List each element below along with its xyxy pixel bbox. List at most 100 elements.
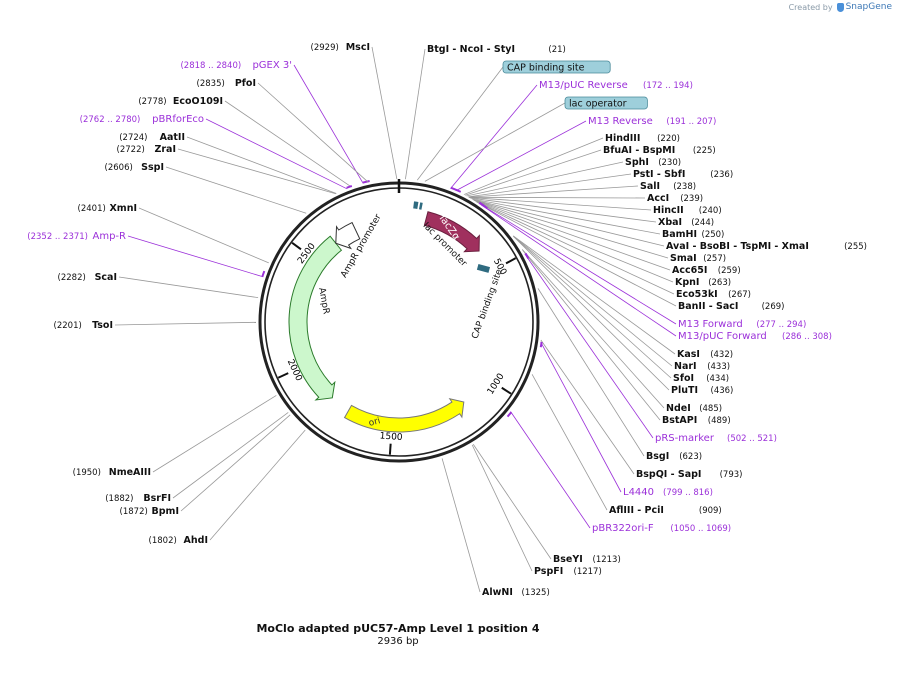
- leader-line: [478, 203, 677, 325]
- scale-tick-label: 1500: [379, 431, 403, 443]
- enzyme-label: AflIII - PciI(909): [609, 505, 722, 516]
- enzyme-label: HindIII(220): [605, 133, 680, 144]
- leader-line: [127, 235, 264, 278]
- enzyme-label: BsgI(623): [646, 451, 702, 462]
- feature-label: CAP binding site: [502, 60, 611, 74]
- plasmid-name: MoClo adapted pUC57-Amp Level 1 position…: [256, 622, 540, 635]
- enzyme-label: SphI (230): [625, 157, 681, 168]
- leader-line: [186, 136, 337, 194]
- primer-label: pGEX 3'(2818 .. 2840): [180, 60, 292, 71]
- label-position: (172 .. 194): [643, 81, 693, 91]
- label-position: (257): [703, 254, 726, 264]
- enzyme-label: NarI(433): [674, 361, 730, 372]
- enzyme-label: AvaI - BsoBI - TspMI - XmaI(255): [666, 241, 867, 252]
- label-position: (436): [711, 386, 734, 396]
- label-name: BstAPI: [662, 415, 697, 426]
- label-name: AhdI: [184, 535, 208, 546]
- enzyme-label: AhdI(1802): [149, 535, 208, 546]
- leader-line: [138, 207, 269, 264]
- primer-label: M13 Forward(277 .. 294): [678, 319, 806, 330]
- leader-line: [468, 196, 646, 199]
- leader-line: [531, 374, 608, 511]
- leader-line: [522, 250, 661, 421]
- label-position: (2282): [58, 273, 86, 283]
- leader-line: [468, 185, 639, 198]
- label-name: BspQI - SapI: [636, 469, 701, 480]
- leader-line: [521, 249, 665, 409]
- enzyme-label: MscI(2929): [311, 42, 370, 53]
- leader-line: [513, 236, 670, 391]
- label-name: SphI: [625, 157, 649, 168]
- primer-label: M13 Reverse(191 .. 207): [588, 116, 716, 127]
- watermark-brand: SnapGene: [845, 2, 892, 12]
- label-position: (277 .. 294): [756, 320, 806, 330]
- enzyme-label: SalI(238): [640, 181, 696, 192]
- label-position: (2762 .. 2780): [80, 115, 141, 125]
- scale-tick-1000: [501, 386, 512, 395]
- label-position: (263): [708, 278, 731, 288]
- leader-line: [468, 173, 632, 198]
- primer-site-mark: [539, 341, 543, 348]
- leader-line: [371, 46, 398, 180]
- label-name: SalI: [640, 181, 660, 192]
- enzyme-label: BanII - SacI(269): [678, 301, 784, 312]
- label-position: (230): [658, 158, 681, 168]
- label-name: NmeAIII: [109, 467, 151, 478]
- leader-line: [470, 197, 657, 223]
- label-name: AatII: [160, 132, 185, 143]
- label-leader-lines: [114, 46, 677, 593]
- enzyme-label: PstI - SbfI(236): [633, 169, 733, 180]
- label-position: (485): [699, 404, 722, 414]
- label-name: M13 Reverse: [588, 116, 653, 127]
- leader-line: [165, 166, 307, 214]
- label-position: (489): [708, 416, 731, 426]
- label-name: HincII: [653, 205, 684, 216]
- feature-label-box: [564, 96, 648, 110]
- label-position: (502 .. 521): [727, 434, 777, 444]
- label-position: (250): [702, 230, 725, 240]
- leader-line: [474, 200, 671, 271]
- enzyme-label: PluTI(436): [671, 385, 733, 396]
- enzyme-label: HincII(240): [653, 205, 722, 216]
- primer-site-mark: [362, 180, 370, 184]
- cap-binding-site-block: [476, 264, 491, 273]
- primer-site-mark: [261, 270, 266, 277]
- label-name: PspFI: [534, 566, 563, 577]
- label-name: AccI: [647, 193, 669, 204]
- enzyme-label: EcoO109I(2778): [138, 96, 223, 107]
- label-name: Amp-R: [93, 231, 127, 242]
- label-name: BanII - SacI: [678, 301, 738, 312]
- enzyme-label: XmnI(2401): [78, 203, 137, 214]
- label-name: BtgI - NcoI - StyI: [427, 44, 515, 55]
- leader-line: [540, 339, 635, 475]
- label-name: PstI - SbfI: [633, 169, 685, 180]
- label-name: AvaI - BsoBI - TspMI - XmaI: [666, 241, 809, 252]
- leader-line: [471, 444, 533, 572]
- feature-label-box: [502, 60, 611, 74]
- label-position: (286 .. 308): [782, 332, 832, 342]
- leader-line: [205, 118, 348, 190]
- leader-line: [471, 198, 661, 235]
- leader-line: [537, 288, 645, 457]
- leader-line: [450, 84, 538, 189]
- ampR-label: AmpR: [316, 287, 331, 315]
- label-position: (2722): [117, 145, 145, 155]
- label-position: (225): [693, 146, 716, 156]
- label-name: pRS-marker: [655, 433, 715, 444]
- label-position: (623): [679, 452, 702, 462]
- label-position: (1872): [120, 507, 148, 517]
- enzyme-label: BtgI - NcoI - StyI(21): [427, 44, 566, 55]
- label-name: pGEX 3': [252, 60, 292, 71]
- label-name: AflIII - PciI: [609, 505, 664, 516]
- enzyme-label: AccI(239): [647, 193, 703, 204]
- label-name: SspI: [141, 162, 164, 173]
- label-position: (1217): [574, 567, 602, 577]
- label-name: BfuAI - BspMI: [603, 145, 675, 156]
- enzyme-label: Eco53kI(267): [676, 289, 751, 300]
- primer-label: pBRforEco(2762 .. 2780): [80, 114, 204, 125]
- label-position: (1950): [73, 468, 101, 478]
- label-position: (1882): [105, 494, 133, 504]
- label-name: M13/pUC Reverse: [539, 80, 628, 91]
